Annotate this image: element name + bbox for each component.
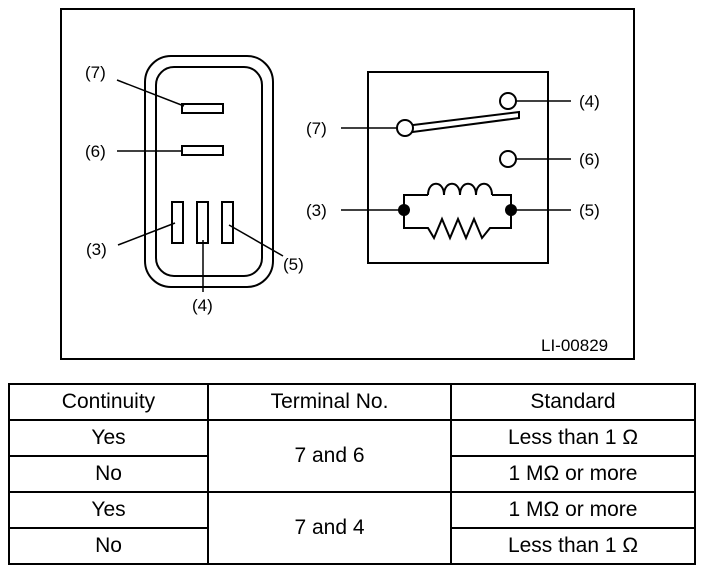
- connector-inner: [155, 66, 263, 277]
- pin-3: [171, 201, 184, 244]
- connector-label-5: (5): [283, 255, 304, 274]
- leader-7: [116, 79, 185, 107]
- cell-continuity: Yes: [8, 491, 209, 529]
- leader-5: [228, 224, 284, 257]
- circuit-label-5: (5): [579, 201, 600, 220]
- pin-5: [221, 201, 234, 244]
- coil-icon: [427, 182, 493, 196]
- contact-4: [499, 92, 517, 110]
- relay-diagram: (7) (6) (3) (4) (5) (7) (4) (6) (3) (5) …: [60, 8, 635, 360]
- connector-outer: [144, 55, 274, 288]
- connector-face: (7) (6) (3) (4) (5): [85, 55, 304, 315]
- cell-standard: Less than 1 Ω: [450, 419, 696, 457]
- pin-6: [181, 145, 224, 156]
- circuit-label-4: (4): [579, 92, 600, 111]
- cell-standard: 1 MΩ or more: [450, 455, 696, 493]
- circuit-label-3: (3): [306, 201, 327, 220]
- header-standard: Standard: [450, 383, 696, 421]
- relay-circuit: (7) (4) (6) (3) (5): [306, 71, 600, 264]
- leader-3: [117, 222, 176, 246]
- contact-7: [396, 119, 414, 137]
- header-terminal: Terminal No.: [207, 383, 452, 421]
- pin-7: [181, 103, 224, 114]
- circuit-label-7: (7): [306, 119, 327, 138]
- cell-continuity: Yes: [8, 419, 209, 457]
- table-row: No 1 MΩ or more: [8, 455, 696, 493]
- relay-box: [367, 71, 549, 264]
- connector-label-4: (4): [192, 296, 213, 315]
- cell-continuity: No: [8, 455, 209, 493]
- header-continuity: Continuity: [8, 383, 209, 421]
- cell-terminal: 7 and 6: [207, 419, 452, 493]
- figure-id: LI-00829: [541, 336, 608, 355]
- cell-terminal: 7 and 4: [207, 491, 452, 565]
- contact-6: [499, 150, 517, 168]
- circuit-label-6: (6): [579, 150, 600, 169]
- resistor-icon: [403, 210, 512, 241]
- table-row: Yes 7 and 6 Less than 1 Ω: [8, 419, 696, 493]
- cell-continuity: No: [8, 527, 209, 565]
- cell-standard: Less than 1 Ω: [450, 527, 696, 565]
- cell-standard: 1 MΩ or more: [450, 491, 696, 529]
- table-row: Yes 7 and 4 1 MΩ or more: [8, 491, 696, 565]
- connector-label-3: (3): [86, 240, 107, 259]
- figure-frame: [60, 8, 635, 360]
- table-row: No Less than 1 Ω: [8, 527, 696, 565]
- switch-arm: [404, 110, 520, 135]
- continuity-table: Continuity Terminal No. Standard Yes 7 a…: [8, 383, 696, 565]
- pin-4: [196, 201, 209, 244]
- connector-label-7: (7): [85, 63, 106, 82]
- connector-label-6: (6): [85, 142, 106, 161]
- table-header-row: Continuity Terminal No. Standard: [8, 383, 696, 421]
